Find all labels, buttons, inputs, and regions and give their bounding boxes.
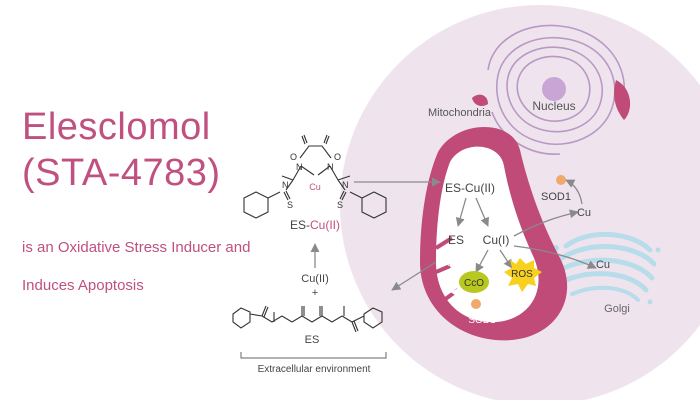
atom-s-left: S [287, 200, 293, 210]
environment-label: Extracellular environment [258, 364, 371, 375]
title-line-1: Elesclomol [22, 106, 211, 148]
nucleus-label: Nucleus [532, 99, 575, 113]
arrow-cu-i-to-golgi [513, 245, 597, 269]
golgi-apparatus [553, 231, 661, 305]
small-mitochondrion-2 [472, 94, 488, 106]
complex-name-prefix: ES- [290, 218, 310, 232]
es-cu-complex-structure [243, 134, 387, 219]
atom-o-left: O [290, 152, 297, 162]
arrow-cu-i-to-ros [499, 249, 513, 269]
atom-n-right-2: N [342, 180, 349, 190]
pathway-sod1-mito: SOD1 [468, 315, 496, 326]
arrow-cu-to-sod1 [565, 179, 583, 205]
pathway-sod1-cyto: SOD1 [541, 191, 571, 203]
arrow-complex-to-cu-i [475, 197, 489, 227]
ligand-label-es: ES [305, 334, 320, 346]
mitochondria-label: Mitochondria [428, 107, 492, 119]
reactant-cu-ii: Cu(II) [301, 273, 329, 285]
pathway-cco: CcO [464, 278, 484, 289]
atom-s-right: S [337, 200, 343, 210]
pathway-es-cu-ii: ES-Cu(II) [445, 181, 495, 195]
arrow-cu-i-to-cco [475, 249, 489, 273]
pathway-cu-cytosol: Cu [577, 207, 591, 219]
title-line-2: (STA-4783) [22, 152, 221, 194]
arrow-complex-to-es [455, 197, 467, 227]
ros-burst [504, 258, 542, 292]
cco-blob [459, 271, 489, 293]
es-ligand-structure [232, 305, 383, 333]
sod1-mito-dot [471, 299, 481, 309]
atom-n-left-1: N [296, 162, 303, 172]
complex-cu-center: Cu [309, 182, 321, 192]
subtitle-line-2: Induces Apoptosis [22, 277, 144, 294]
arrow-es-exported [391, 261, 437, 291]
pathway-cu-membrane: Cu [439, 257, 453, 269]
plus-sign: + [312, 287, 318, 299]
complex-name: ES-Cu(II) [290, 218, 340, 232]
pathway-ros: ROS [511, 269, 533, 280]
pathway-es: ES [448, 233, 464, 247]
small-mitochondrion-1 [614, 80, 631, 120]
golgi-label: Golgi [604, 303, 630, 315]
environment-bracket [240, 352, 387, 359]
arrow-cu-i-to-cytosol [513, 209, 579, 237]
atom-n-right-1: N [327, 162, 334, 172]
atom-o-right: O [334, 152, 341, 162]
subtitle-line-1: is an Oxidative Stress Inducer and [22, 239, 251, 256]
pathway-cu-golgi: Cu [596, 259, 610, 271]
nucleus [472, 24, 631, 155]
atom-n-left-2: N [282, 180, 289, 190]
nucleolus [542, 77, 566, 101]
pathway-cu-i: Cu(I) [483, 233, 510, 247]
sod1-cyto-dot [556, 175, 566, 185]
complex-name-metal: Cu(II) [310, 218, 340, 232]
